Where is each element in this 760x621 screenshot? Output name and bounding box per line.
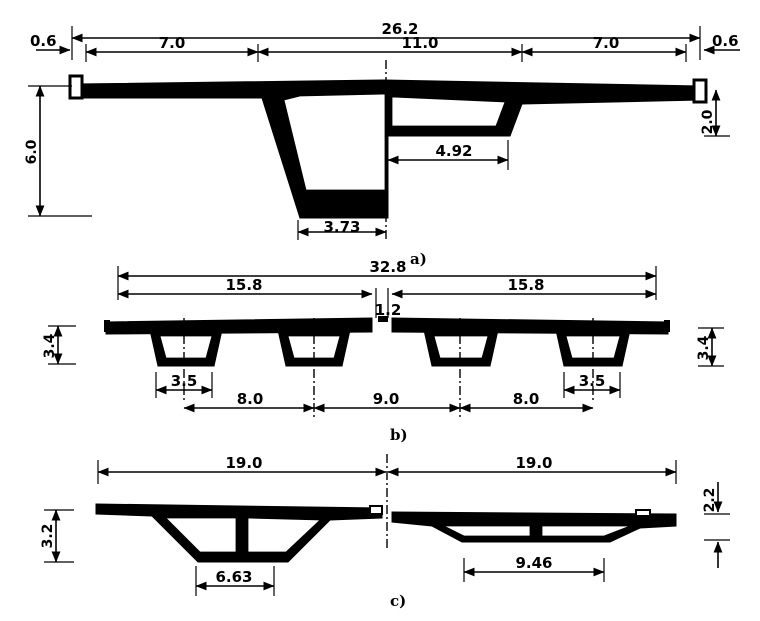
caption-b: b) [390,426,408,444]
section-c-right-void-2 [541,525,631,537]
dim-c-depth-right: 2.2 [702,488,718,513]
dim-a-overall: 26.2 [381,20,418,38]
dim-b-half-left: 15.8 [225,276,262,294]
dim-a-bottom-left: 3.73 [323,218,360,236]
section-a-right-void [391,96,506,127]
dim-a-edge-left: 0.6 [30,32,57,50]
dim-c-half-right: 19.0 [515,454,552,472]
section-b-void-3 [433,335,489,359]
dim-c-bottom-right: 9.46 [515,554,552,572]
panel-a: 26.2 0.6 0.6 7.0 11.0 7.0 6.0 2.0 4.92 3… [24,20,740,268]
section-c-right-curb [635,509,651,517]
section-b-void-1 [159,335,213,359]
section-c-left-void-1 [165,517,237,553]
caption-a: a) [410,250,427,268]
dim-b-half-right: 15.8 [507,276,544,294]
panel-b: 32.8 15.8 15.8 1.2 3.4 3.4 3.5 3.5 8.0 9… [42,258,724,444]
dim-a-depth-right: 2.0 [700,109,716,134]
dim-b-spacing-2: 9.0 [373,390,400,408]
section-b-right-curb [664,320,670,332]
section-c-right-shape [391,511,677,543]
section-c-left-curb [369,505,383,515]
dim-c-bottom-left: 6.63 [215,568,252,586]
section-c-left-shape [95,503,383,563]
section-a-right-parapet [692,78,708,104]
dim-a-cantilever-left: 7.0 [159,34,186,52]
dim-c-half-left: 19.0 [225,454,262,472]
dim-a-depth-left: 6.0 [24,139,40,164]
section-c-left-void-2 [247,517,321,553]
dim-a-cantilever-right: 7.0 [593,34,620,52]
dim-a-edge-right: 0.6 [712,32,739,50]
dim-b-gap: 1.2 [375,301,402,319]
caption-c: c) [390,592,406,610]
dim-b-depth-left: 3.4 [42,333,58,358]
dim-b-box-right: 3.5 [579,372,606,390]
dim-b-overall: 32.8 [369,258,406,276]
dim-b-depth-right: 3.4 [696,335,712,360]
panel-c: 19.0 19.0 3.2 2.2 6.63 9.46 c) [40,454,730,610]
section-a-left-parapet [68,74,84,100]
section-a-shape [75,79,701,219]
section-c-right-void-1 [443,525,531,537]
dim-a-bottom-right: 4.92 [435,142,472,160]
section-b-median [378,316,388,322]
dim-b-spacing-1: 8.0 [237,390,264,408]
section-b-left-curb [104,320,110,332]
dim-b-box-left: 3.5 [171,372,198,390]
dim-c-depth-left: 3.2 [40,524,56,549]
section-a-left-void [283,93,386,191]
dim-a-middle: 11.0 [401,34,438,52]
dim-b-spacing-3: 8.0 [513,390,540,408]
